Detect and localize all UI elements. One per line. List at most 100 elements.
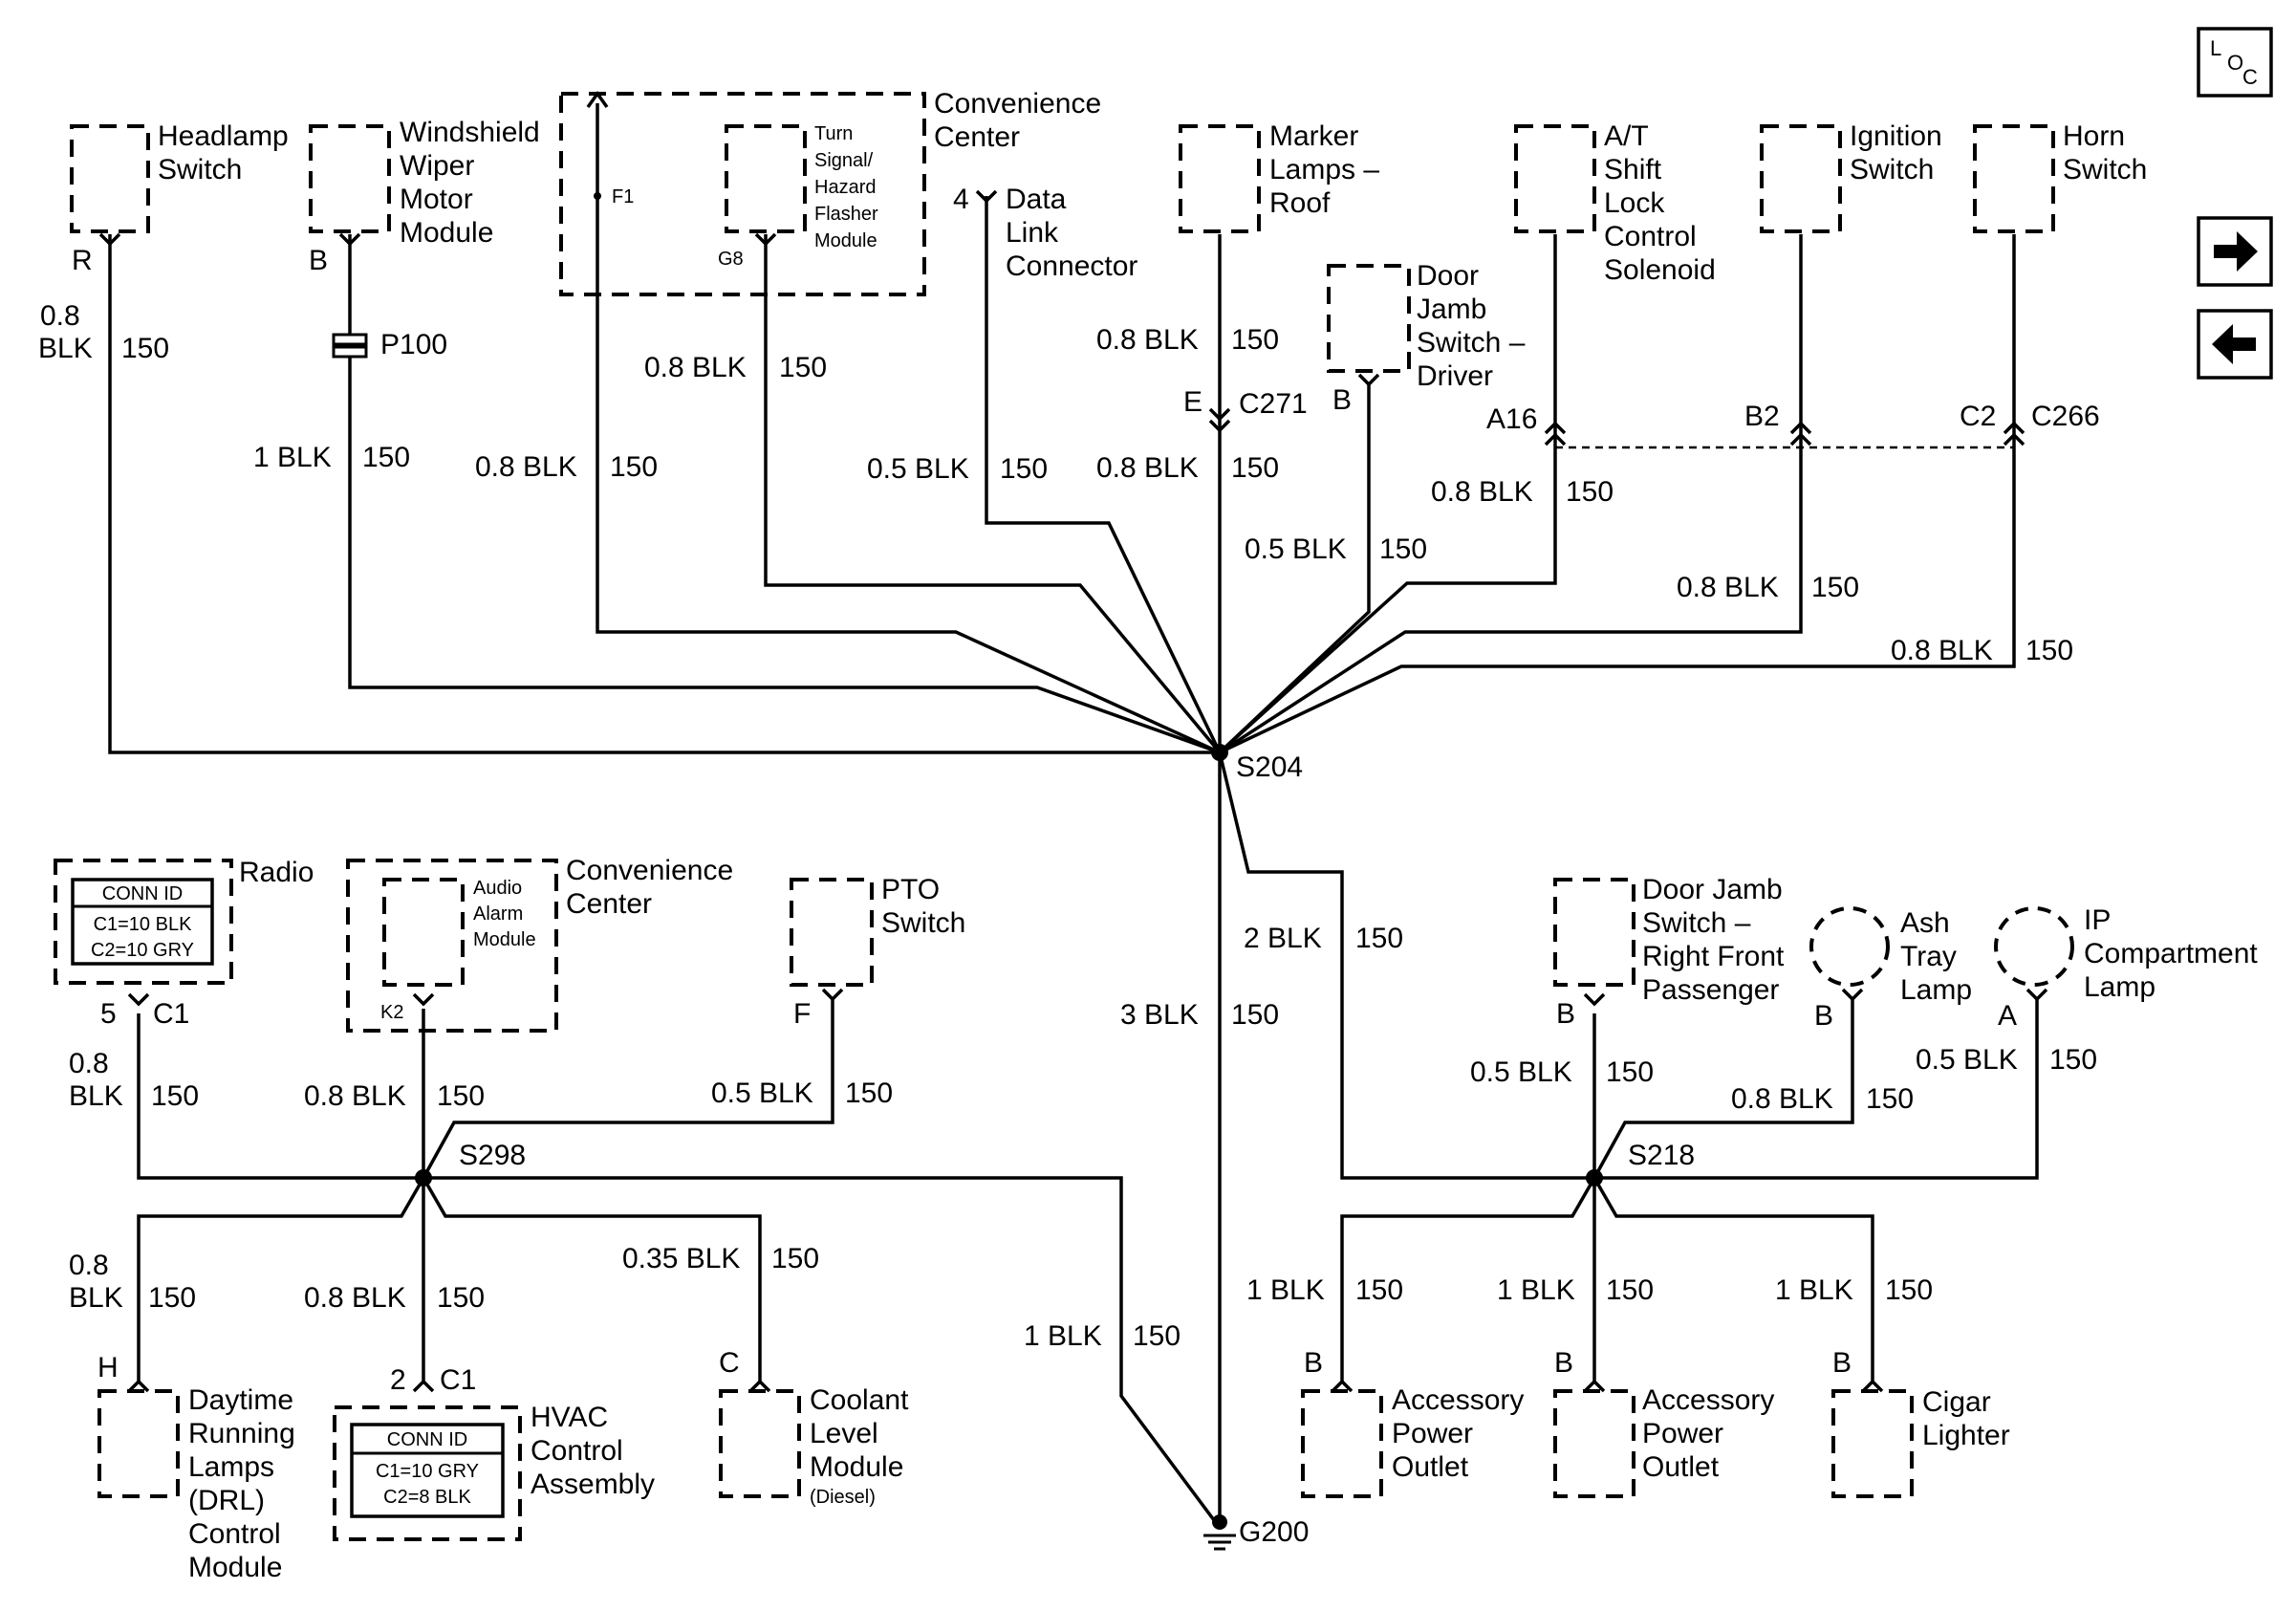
headlamp-switch-pin: R [72,245,93,276]
drl-wire-circuit: 150 [148,1282,196,1314]
loc-letter-o: O [2227,51,2243,75]
ip-compartment-lamp[interactable]: A IP Compartment Lamp [1994,904,2258,1032]
marker-lower-wire-circuit: 150 [1231,452,1279,484]
door-driver-pin: B [1332,384,1352,416]
ignition-line2: Switch [1850,154,1934,185]
turn-signal-hazard-flasher-module[interactable]: G8 Turn Signal/ Hazard Flasher Module [718,123,878,270]
coolant-wire-spec: 0.35 BLK [622,1243,740,1274]
outlet1-line2: Power [1392,1418,1473,1449]
door-driver-line3: Switch – [1417,327,1526,359]
ignition-switch[interactable]: Ignition Switch [1760,120,1942,233]
outlet2-pin: B [1554,1347,1573,1379]
door-jamb-switch-right-front[interactable]: B Door Jamb Switch – Right Front Passeng… [1553,874,1785,1030]
accessory-power-outlet-1[interactable]: B Accessory Power Outlet [1301,1347,1524,1498]
outlet1-wire-spec: 1 BLK [1246,1274,1325,1306]
marker-upper-wire-spec: 0.8 BLK [1096,324,1199,356]
c271-label: C271 [1239,388,1308,420]
convenience-center-bottom-line1: Convenience [566,855,733,886]
coolant-level-module[interactable]: C Coolant Level Module (Diesel) [719,1347,909,1508]
c271-pin-label: E [1183,386,1202,418]
radio-conn-c2: C2=10 GRY [91,940,194,961]
p100-connector-icon [332,333,368,359]
drl-control-module[interactable]: H Daytime Running Lamps (DRL) Control Mo… [97,1352,295,1583]
horn-wire-circuit: 150 [2025,635,2073,666]
hvac-line3: Assembly [531,1469,655,1500]
audio-alarm-module[interactable]: Audio Alarm Module [382,878,536,1007]
drl-line3: Lamps [188,1451,274,1483]
ip-lamp-line2: Compartment [2084,938,2258,969]
pto-switch[interactable]: F PTO Switch [790,874,965,1030]
cigar-line2: Lighter [1922,1420,2010,1451]
marker-line2: Lamps – [1269,154,1379,185]
headlamp-switch[interactable]: Headlamp Switch R [70,120,289,276]
convenience-center-top-line2: Center [934,121,1020,153]
g8-wire-spec: 0.8 BLK [644,352,747,383]
ash-tray-line3: Lamp [1900,974,1972,1006]
ip-lamp-line1: IP [2084,904,2111,936]
headlamp-wire-color: BLK [38,333,93,364]
ip-lamp-pin: A [1998,1000,2017,1032]
wiper-line3: Motor [400,184,473,215]
accessory-power-outlet-2[interactable]: B Accessory Power Outlet [1553,1347,1774,1498]
loc-icon[interactable]: L O C [2197,27,2273,98]
c266-label: C266 [2031,401,2100,432]
outlet1-line1: Accessory [1392,1384,1524,1416]
coolant-pin: C [719,1347,740,1379]
next-page-arrow-icon[interactable] [2197,216,2273,287]
splice-s298-dot [415,1169,432,1186]
hvac-control-assembly[interactable]: 2 C1 CONN ID C1=10 GRY C2=8 BLK HVAC Con… [333,1364,655,1541]
shift-lock-control-solenoid[interactable]: A/T Shift Lock Control Solenoid [1514,120,1716,286]
ground-wire-circuit: 150 [1231,999,1279,1031]
drl-pin: H [97,1352,119,1383]
door-driver-line2: Jamb [1417,294,1486,325]
turn-signal-line1: Turn [814,123,853,144]
dlc-line3: Connector [1006,250,1137,282]
door-driver-wire-circuit: 150 [1379,533,1427,565]
marker-lamps-roof[interactable]: Marker Lamps – Roof [1179,120,1379,233]
shift-lock-line1: A/T [1604,120,1649,152]
pto-line1: PTO [881,874,940,905]
radio-pin: 5 [100,998,117,1030]
outlet2-wire-spec: 1 BLK [1497,1274,1575,1306]
convenience-center-pin-f1: F1 [612,186,634,207]
door-jamb-switch-driver[interactable]: B Door Jamb Switch – Driver [1327,260,1526,416]
hvac-line1: HVAC [531,1402,608,1433]
c266-pin-a16-label: A16 [1486,403,1537,435]
turn-signal-line2: Signal/ [814,150,874,171]
ash-tray-lamp[interactable]: B Ash Tray Lamp [1809,906,1972,1032]
radio[interactable]: CONN ID C1=10 BLK C2=10 GRY Radio 5 C1 [54,857,314,1030]
convenience-center-top[interactable]: F1 Convenience Center [559,88,1101,296]
ash-tray-line1: Ash [1900,907,1950,939]
hvac-wire-spec: 0.8 BLK [304,1282,406,1314]
hvac-wire-circuit: 150 [437,1282,485,1314]
previous-page-arrow-icon[interactable] [2197,309,2273,380]
wiper-wire-spec: 1 BLK [253,442,332,473]
ground-g200-icon [1203,1514,1236,1551]
ash-tray-line2: Tray [1900,941,1957,972]
s218-wire-labels: 0.5 BLK 150 0.8 BLK 150 0.5 BLK 150 1 BL… [1246,1044,2097,1306]
windshield-wiper-motor-module[interactable]: Windshield Wiper Motor Module B [309,117,540,276]
ash-tray-wire-spec: 0.8 BLK [1731,1083,1833,1115]
shift-lock-line2: Shift [1604,154,1662,185]
s298-wire-labels: 0.8 BLK 150 0.8 BLK 150 0.5 BLK 150 0.8 … [69,1048,893,1314]
ash-tray-wire-circuit: 150 [1866,1083,1914,1115]
audio-alarm-line3: Module [473,929,536,950]
dlc-wire-spec: 0.5 BLK [867,453,969,485]
wiper-pin: B [309,245,328,276]
marker-lower-wire-spec: 0.8 BLK [1096,452,1199,484]
door-rf-line4: Passenger [1642,974,1779,1006]
alarm-wire-spec: 0.8 BLK [304,1080,406,1112]
splice-s298-label: S298 [459,1140,526,1171]
radio-label: Radio [239,857,314,888]
splice-s204-label: S204 [1236,751,1303,783]
door-driver-line1: Door [1417,260,1479,292]
convenience-center-bottom[interactable]: Convenience Center K2 [346,855,733,1033]
outlet2-line2: Power [1642,1418,1723,1449]
horn-switch[interactable]: Horn Switch [1973,120,2147,233]
cigar-wire-circuit: 150 [1885,1274,1933,1306]
data-link-connector[interactable]: 4 Data Link Connector [953,184,1137,282]
cigar-lighter[interactable]: B Cigar Lighter [1831,1347,2010,1498]
convenience-center-bottom-pin: K2 [380,1002,403,1023]
pto-pin: F [793,998,811,1030]
wiper-line4: Module [400,217,493,249]
